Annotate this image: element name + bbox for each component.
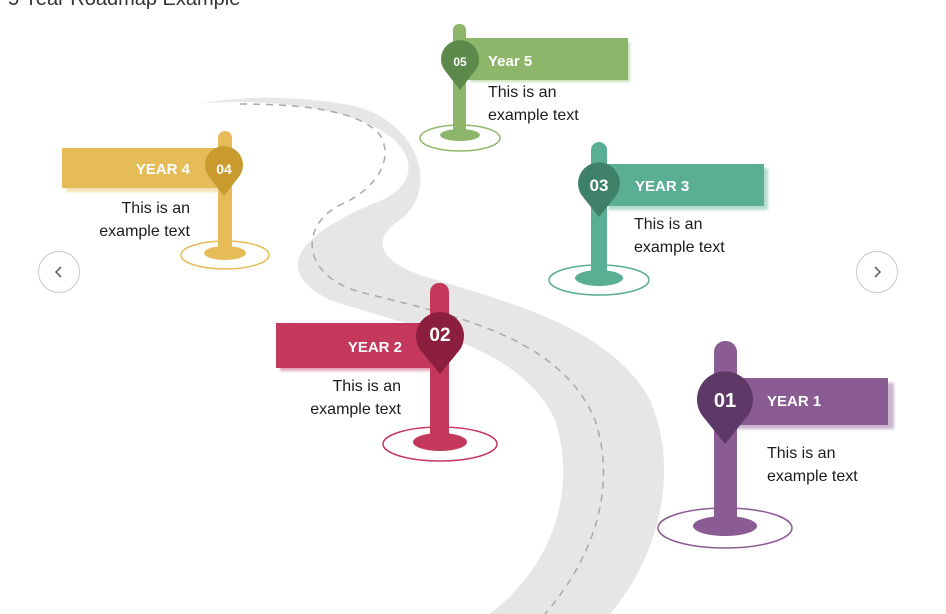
marker-pin-shape — [416, 312, 464, 374]
chevron-right-icon — [874, 266, 882, 278]
milestone-year-3: 03 YEAR 3 — [548, 142, 768, 296]
marker-pin-shape — [440, 40, 479, 90]
sign-label: Year 5 — [488, 53, 532, 70]
next-slide-button[interactable] — [856, 251, 898, 293]
marker-number: 03 — [590, 176, 609, 195]
marker-number: 02 — [429, 325, 450, 346]
milestone-year-5-description: This is an example text — [488, 84, 579, 124]
sign-band — [276, 323, 440, 368]
marker-pin-shape — [578, 162, 621, 217]
sign-label: YEAR 3 — [635, 178, 689, 195]
sign-band — [62, 148, 225, 188]
sign-band — [599, 164, 764, 206]
milestone-year-5: 05 Year 5 — [419, 24, 630, 152]
marker-pin-shape — [696, 371, 753, 444]
milestone-year-2: 02 YEAR 2 — [276, 283, 498, 462]
milestone-year-3-description: This is an example text — [634, 216, 725, 256]
chevron-left-icon — [54, 266, 62, 278]
marker-number: 04 — [216, 161, 232, 177]
sign-label: YEAR 1 — [767, 393, 821, 410]
road-surface — [200, 97, 665, 614]
marker-number: 01 — [714, 390, 736, 412]
sign-label: YEAR 2 — [348, 339, 402, 356]
previous-slide-button[interactable] — [38, 251, 80, 293]
milestone-year-1-description: This is an example text — [767, 445, 858, 485]
marker-number: 05 — [453, 55, 467, 69]
sign-band — [460, 38, 628, 80]
milestone-year-1: 01 YEAR 1 — [657, 341, 894, 549]
milestone-year-4-description: This is an example text — [99, 200, 190, 240]
milestone-year-4: 04 YEAR 4 — [62, 131, 270, 270]
milestone-year-2-description: This is an example text — [310, 378, 401, 418]
page-title: 5 Year Roadmap Example — [8, 0, 240, 11]
sign-label: YEAR 4 — [136, 161, 191, 178]
marker-pin-shape — [205, 146, 243, 196]
